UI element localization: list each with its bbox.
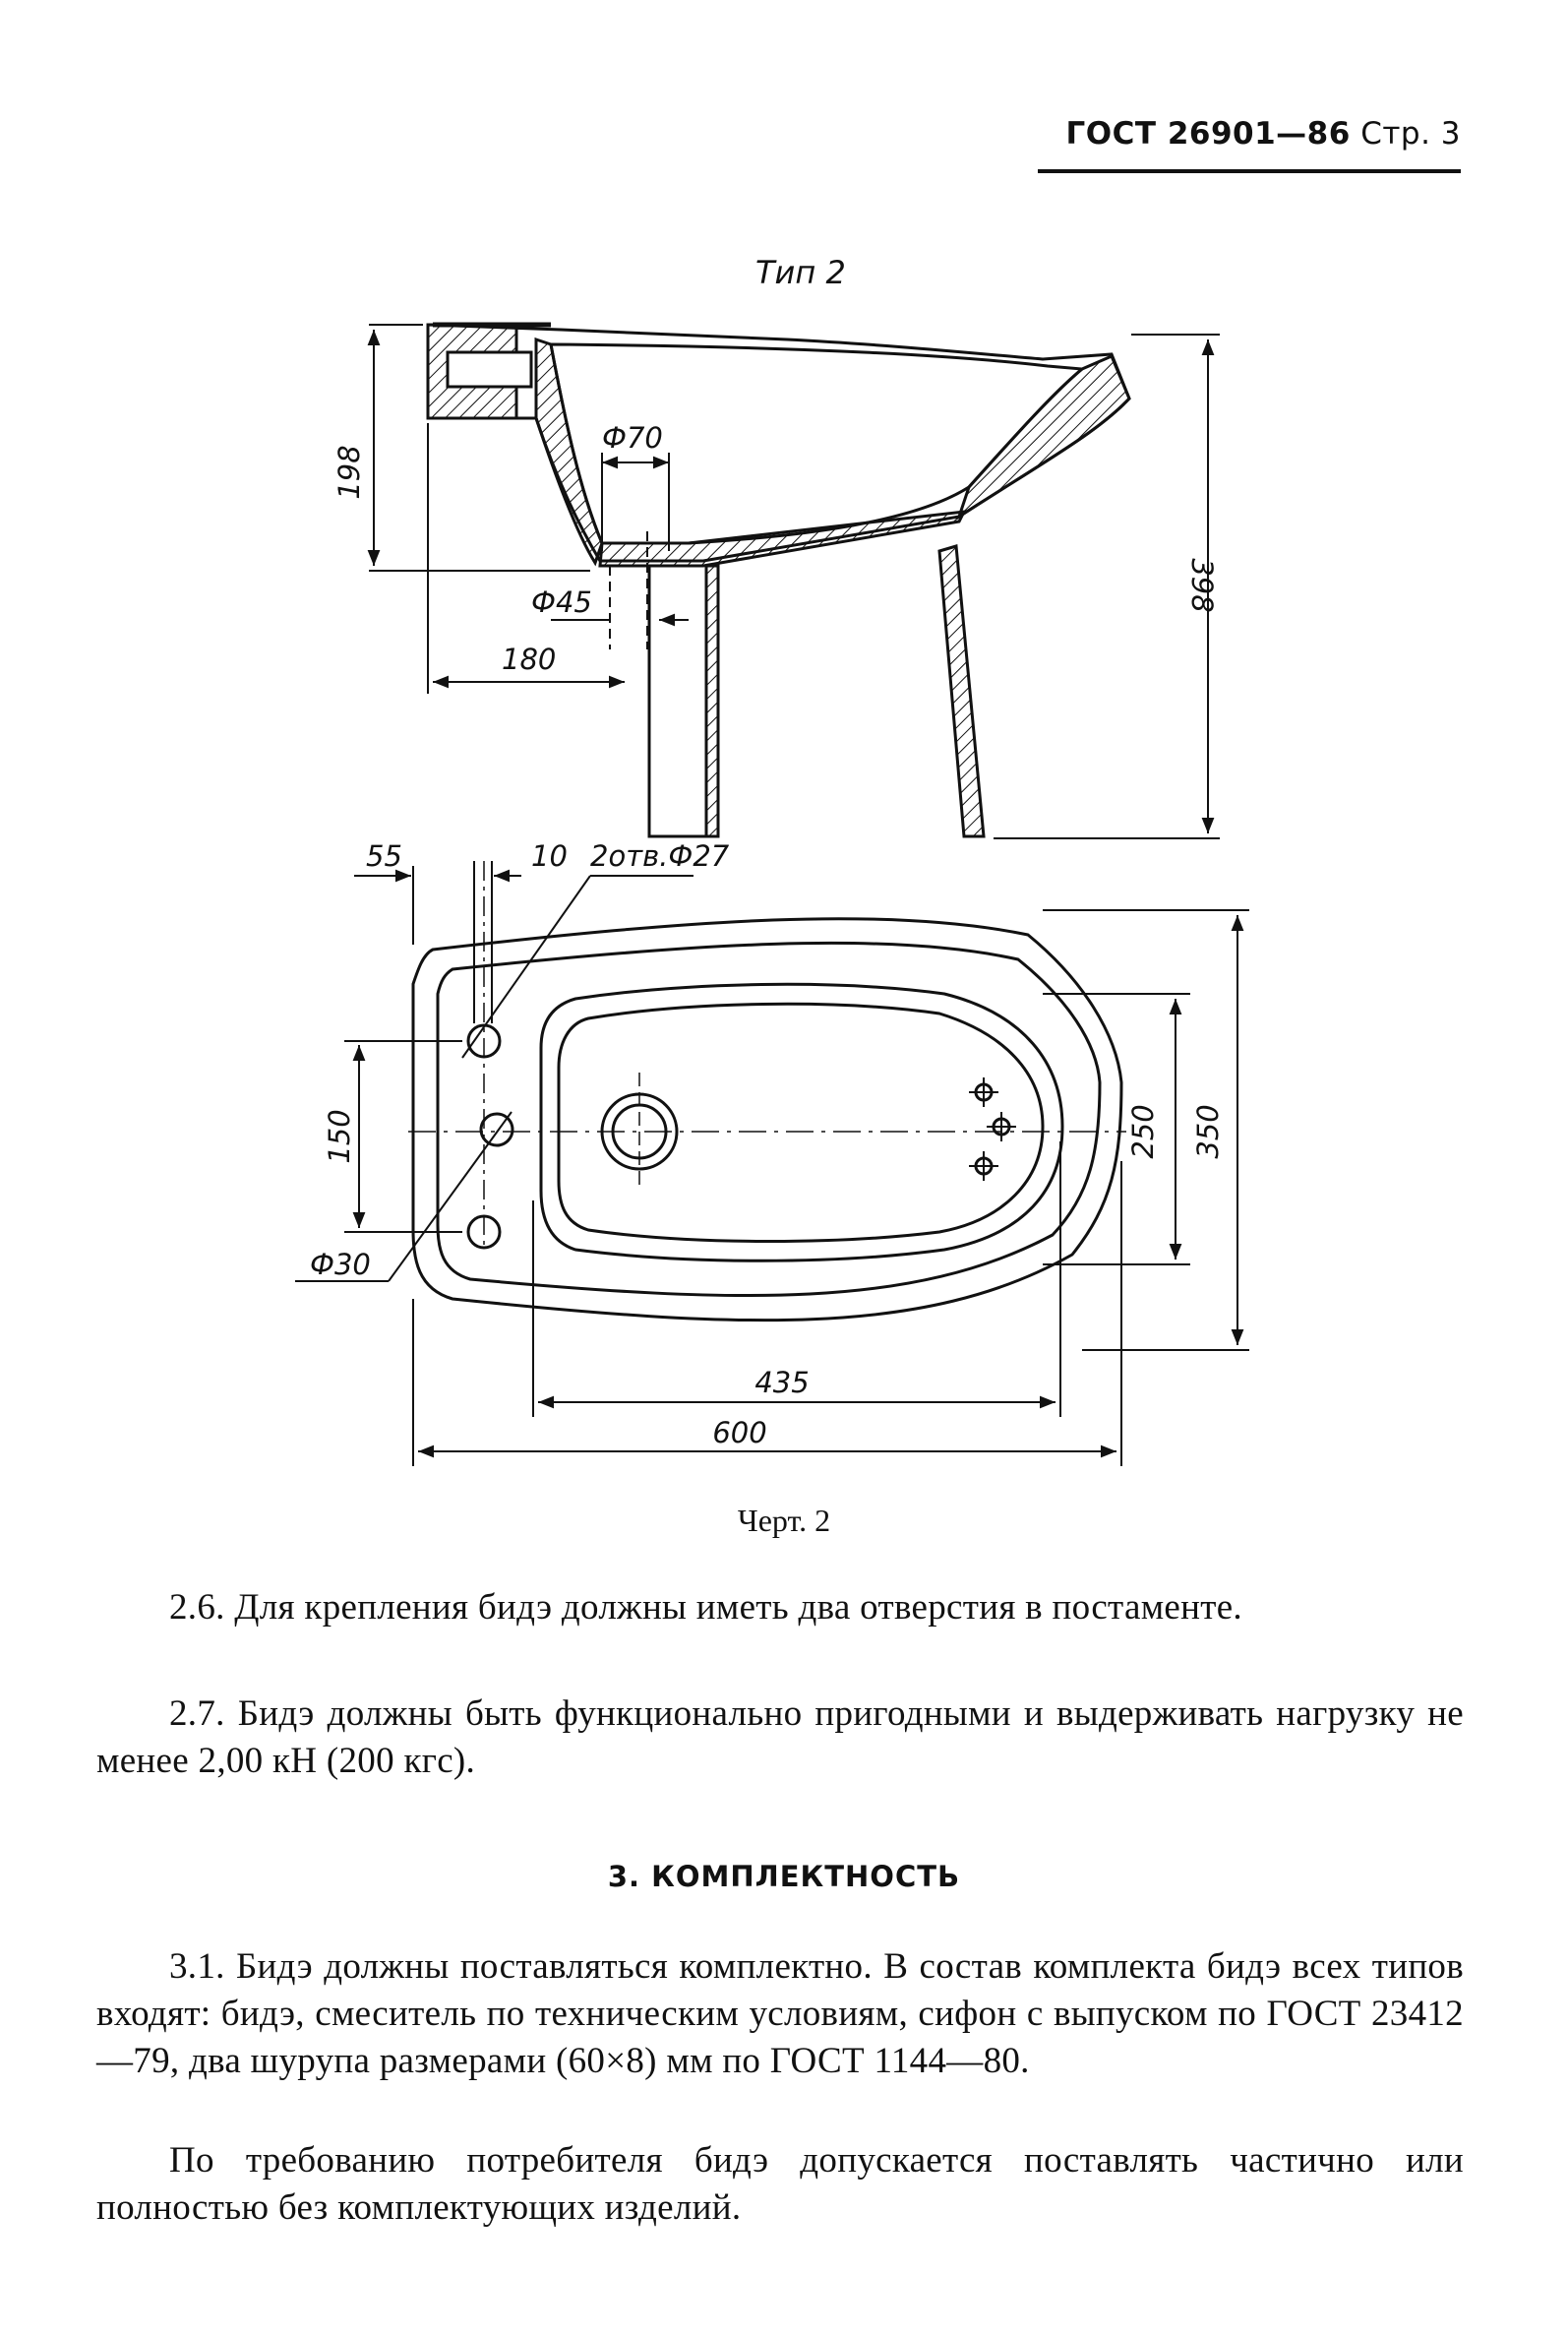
dim-phi30: Ф30 (310, 1248, 371, 1281)
dim-180: 180 (502, 643, 556, 676)
dim-holes: 2отв.Ф27 (590, 839, 730, 873)
paragraph-3-2: По требованию потребителя бидэ допускает… (96, 2140, 1464, 2228)
paragraph-3-1: 3.1. Бидэ должны поставляться комплектно… (96, 1946, 1464, 2081)
dim-250: 250 (1126, 1104, 1160, 1158)
page-header: ГОСТ 26901—86 Стр. 3 (1038, 116, 1461, 152)
top-plan-view (295, 861, 1249, 1466)
dim-150: 150 (323, 1109, 356, 1163)
dim-55: 55 (366, 839, 402, 873)
header-rule (1038, 169, 1461, 173)
standard-number: ГОСТ 26901—86 (1065, 116, 1351, 152)
dim-10: 10 (531, 839, 568, 873)
paragraph-2-6: 2.6. Для крепления бидэ должны иметь два… (169, 1587, 1242, 1628)
dim-phi70: Ф70 (602, 421, 663, 455)
dim-398: 398 (1185, 558, 1219, 612)
page-number: Стр. 3 (1360, 116, 1461, 152)
dim-198: 198 (332, 445, 366, 499)
dim-435: 435 (754, 1366, 809, 1399)
figure-caption: Черт. 2 (737, 1503, 831, 1538)
side-section-view (367, 322, 1220, 839)
section-title: 3. КОМПЛЕКТНОСТЬ (607, 1860, 961, 1893)
paragraph-2-7: 2.7. Бидэ должны быть функционально приг… (96, 1693, 1464, 1781)
dim-600: 600 (712, 1416, 766, 1449)
dim-phi45: Ф45 (531, 585, 592, 619)
type-label: Тип 2 (755, 254, 846, 291)
dim-350: 350 (1191, 1104, 1225, 1158)
technical-drawing: 198 398 Ф70 Ф45 180 55 10 2отв.Ф27 150 Ф… (295, 322, 1249, 1466)
